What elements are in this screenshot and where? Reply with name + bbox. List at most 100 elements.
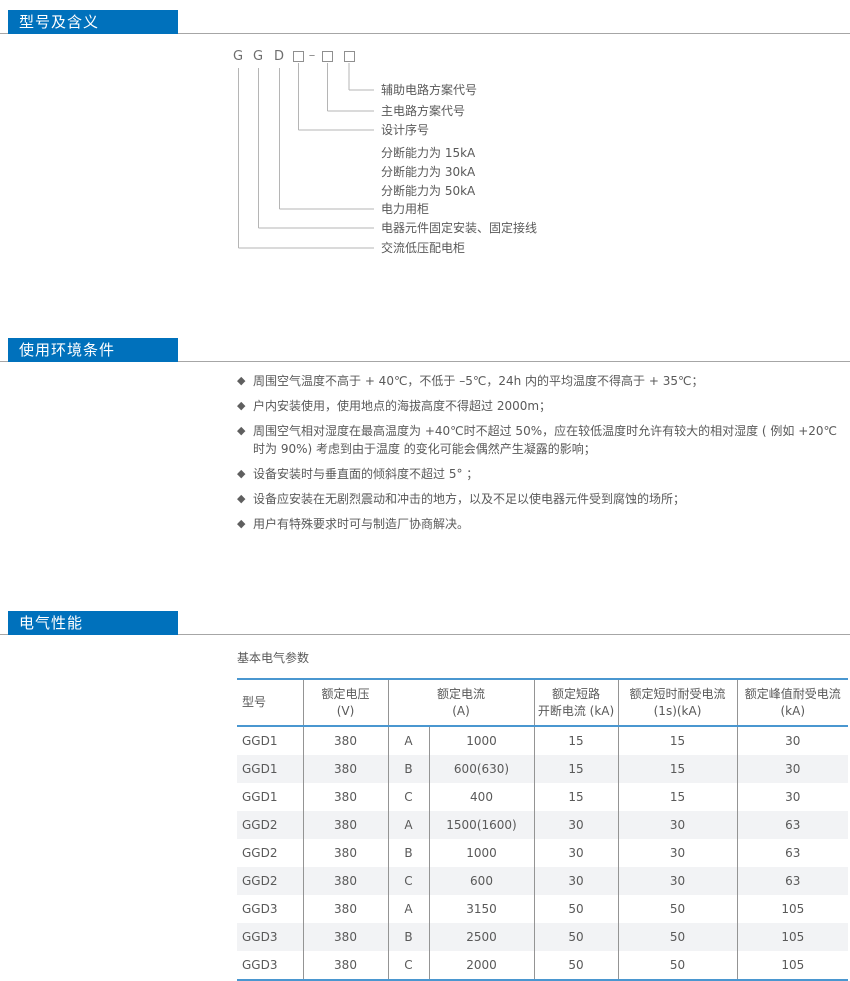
table-cell: 600(630) [429, 755, 535, 783]
designation-box [293, 51, 304, 62]
designation-label: 主电路方案代号 [381, 104, 466, 118]
table-cell: 380 [303, 867, 389, 895]
table-cell: C [388, 783, 430, 811]
list-item: ◆ 用户有特殊要求时可与制造厂协商解决。 [237, 515, 845, 533]
designation-label: 分断能力为 50kA [381, 184, 476, 198]
section-banner-electrical: 电气性能 [8, 611, 178, 635]
table-row: GGD2 380 A 1500(1600) 30 30 63 [237, 811, 849, 839]
table-cell: 105 [781, 902, 805, 916]
table-cell: B [388, 839, 430, 867]
table-cell: 50 [618, 951, 738, 980]
table-cell: 63 [785, 874, 801, 888]
table-cell: 380 [303, 923, 389, 951]
list-item: ◆ 设备安装时与垂直面的倾斜度不超过 5° ； [237, 465, 845, 483]
section-banner-model: 型号及含义 [8, 10, 178, 34]
designation-box [322, 51, 333, 62]
table-cell: B [388, 923, 430, 951]
table-cell: GGD1 [237, 783, 304, 811]
section-banner-environment: 使用环境条件 [8, 338, 178, 362]
table-cell: 50 [618, 895, 738, 923]
list-item: ◆ 周围空气温度不高于 + 40℃，不低于 –5℃，24h 内的平均温度不得高于… [237, 372, 845, 390]
table-cell: GGD2 [237, 839, 304, 867]
table-body: GGD1 380 A 1000 15 15 30 GGD1 380 B 600(… [237, 726, 849, 980]
column-header-breaking-current: 额定短路 开断电流 (kA) [534, 679, 619, 727]
table-cell: 15 [534, 783, 619, 811]
table-row: GGD3 380 B 2500 50 50 105 [237, 923, 849, 951]
table-cell: 50 [534, 895, 619, 923]
table-cell: 30 [618, 839, 738, 867]
table-cell: GGD1 [237, 755, 304, 783]
designation-label: 电力用柜 [381, 202, 430, 216]
environment-conditions-list: ◆ 周围空气温度不高于 + 40℃，不低于 –5℃，24h 内的平均温度不得高于… [237, 372, 845, 540]
table-cell: GGD2 [237, 811, 304, 839]
table-cell: 380 [303, 755, 389, 783]
list-item-text: 户内安装使用，使用地点的海拔高度不得超过 2000m； [253, 399, 552, 413]
table-cell: 1000 [429, 726, 535, 755]
table-cell: 30 [534, 811, 619, 839]
diamond-bullet-icon: ◆ [237, 424, 246, 437]
table-cell: 50 [618, 923, 738, 951]
table-cell: 30 [534, 867, 619, 895]
table-cell: 380 [303, 726, 389, 755]
table-cell: 50 [534, 923, 619, 951]
list-item-text: 周围空气温度不高于 + 40℃，不低于 –5℃，24h 内的平均温度不得高于 +… [253, 374, 704, 388]
table-row: GGD1 380 C 400 15 15 30 [237, 783, 848, 811]
table-cell: A [388, 811, 430, 839]
table-cell: 380 [303, 895, 389, 923]
designation-label: 辅助电路方案代号 [381, 83, 478, 97]
diamond-bullet-icon: ◆ [237, 492, 246, 505]
designation-letter: G [232, 49, 244, 64]
list-item-text: 设备应安装在无剧烈震动和冲击的地方，以及不足以使电器元件受到腐蚀的场所； [253, 492, 686, 506]
table-cell: C [388, 951, 430, 980]
table-row: GGD2 380 C 600 30 30 63 [237, 867, 849, 895]
table-cell: GGD2 [237, 867, 304, 895]
list-item-text: 用户有特殊要求时可与制造厂协商解决。 [253, 517, 470, 531]
diamond-bullet-icon: ◆ [237, 467, 246, 480]
designation-label: 分断能力为 15kA [381, 146, 476, 160]
table-cell: 15 [534, 726, 619, 755]
table-cell: B [388, 755, 430, 783]
table-row: GGD3 380 C 2000 50 50 105 [237, 951, 848, 980]
table-cell: GGD3 [237, 951, 304, 980]
table-cell: A [388, 726, 430, 755]
table-cell: 105 [781, 930, 805, 944]
table-cell: 63 [785, 818, 801, 832]
table-cell: 3150 [429, 895, 535, 923]
table-cell: 30 [785, 790, 801, 804]
list-item-text: 周围空气相对湿度在最高温度为 +40℃时不超过 50%，应在较低温度时允许有较大… [253, 424, 838, 456]
designation-label: 交流低压配电柜 [381, 241, 466, 255]
table-cell: 30 [785, 734, 801, 748]
designation-leader-lines [238, 63, 374, 249]
column-header-withstand-current: 额定短时耐受电流 (1s)(kA) [618, 679, 738, 727]
table-cell: GGD3 [237, 923, 304, 951]
table-cell: A [388, 895, 430, 923]
designation-separator: – [308, 48, 316, 63]
table-cell: 380 [303, 783, 389, 811]
table-cell: GGD1 [237, 726, 304, 755]
table-cell: 30 [785, 762, 801, 776]
list-item: ◆ 设备应安装在无剧烈震动和冲击的地方，以及不足以使电器元件受到腐蚀的场所； [237, 490, 845, 508]
diamond-bullet-icon: ◆ [237, 399, 246, 412]
table-cell: C [388, 867, 430, 895]
table-title: 基本电气参数 [237, 651, 310, 665]
table-row: GGD1 380 B 600(630) 15 15 30 [237, 755, 849, 783]
table-header: 型号 额定电压 (V) 额定电流 (A) 额定短路 开断电流 (kA) 额定短时… [237, 679, 849, 727]
table-cell: 15 [618, 783, 738, 811]
table-row: GGD3 380 A 3150 50 50 105 [237, 895, 848, 923]
column-header-current: 额定电流 (A) [388, 679, 535, 727]
table-cell: 380 [303, 839, 389, 867]
table-cell: 15 [618, 755, 738, 783]
table-cell: 380 [303, 811, 389, 839]
list-item-text: 设备安装时与垂直面的倾斜度不超过 5° ； [253, 467, 479, 481]
designation-label: 分断能力为 30kA [381, 165, 476, 179]
designation-box [344, 51, 355, 62]
list-item: ◆ 户内安装使用，使用地点的海拔高度不得超过 2000m； [237, 397, 845, 415]
section-title-model: 型号及含义 [19, 13, 100, 31]
designation-letter: G [252, 49, 264, 64]
table-cell: 15 [534, 755, 619, 783]
section-header-model: 型号及含义 [0, 10, 850, 34]
table-cell: 30 [618, 811, 738, 839]
table-cell: 400 [429, 783, 535, 811]
section-title-environment: 使用环境条件 [19, 341, 116, 359]
